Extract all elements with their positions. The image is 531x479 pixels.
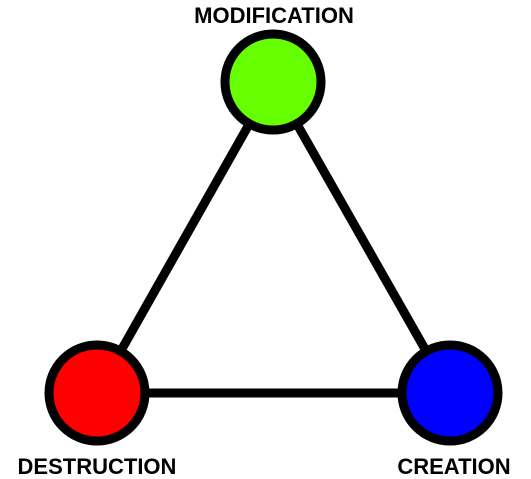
node-creation xyxy=(397,340,503,446)
node-label-modification: MODIFICATION xyxy=(194,3,354,28)
node-modification xyxy=(220,29,326,135)
node-label-creation: CREATION xyxy=(397,454,510,479)
edge-modification-creation xyxy=(268,77,455,398)
node-label-destruction: DESTRUCTION xyxy=(18,454,177,479)
edge-modification-destruction xyxy=(92,77,278,398)
node-destruction xyxy=(44,340,150,446)
